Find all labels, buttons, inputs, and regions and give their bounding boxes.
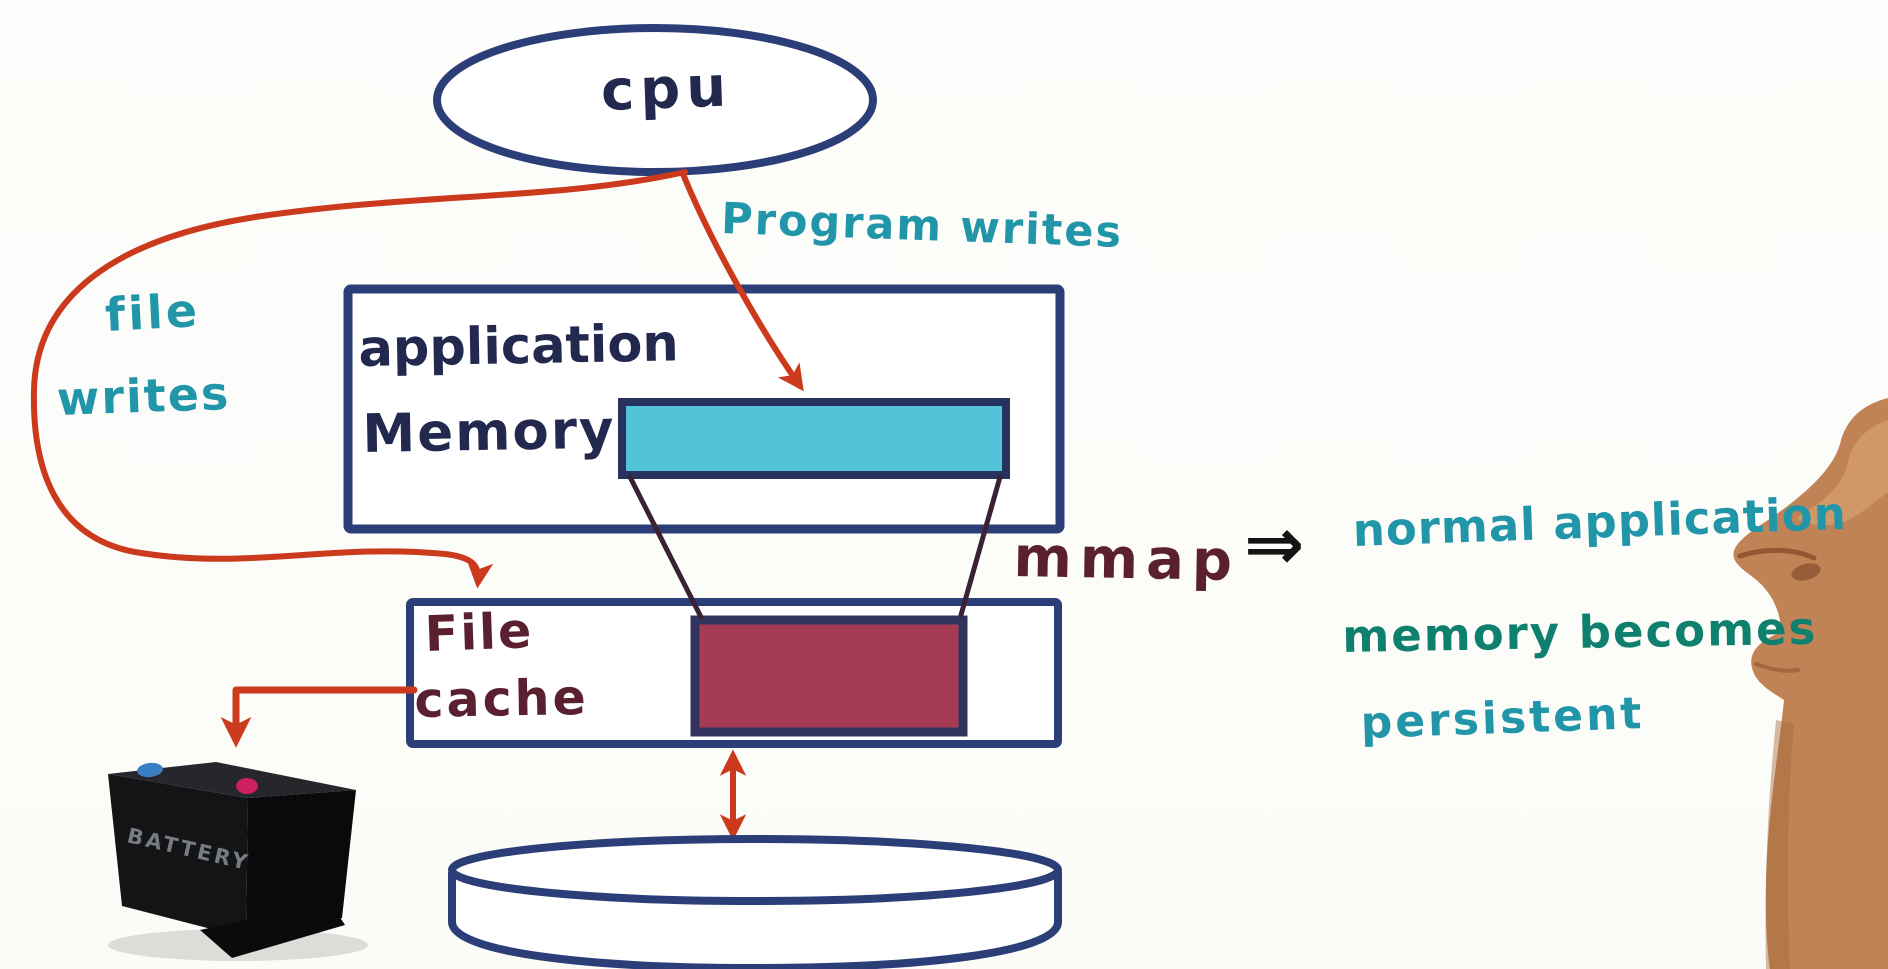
mmap-annotation-line2: memory becomes [1341, 601, 1818, 663]
hand-silhouette [1733, 398, 1888, 969]
presenter-hand [1733, 398, 1888, 969]
application-memory-label-line1: application [357, 314, 680, 379]
hand-forearm-shading [1765, 720, 1794, 969]
file-cache-label-line1: File [423, 602, 535, 663]
battery-side-face [246, 790, 356, 938]
hand-knuckle-crease [1737, 547, 1817, 561]
cpu-label: cpu [599, 54, 734, 124]
cpu-ellipse [433, 24, 877, 176]
hand-highlight [1796, 420, 1888, 526]
hand-nail-shadow [1791, 563, 1821, 581]
battery-top-face [108, 762, 356, 798]
application-memory-label-line2: Memory [361, 399, 616, 465]
file-writes-label-line2: writes [55, 365, 232, 426]
hand-finger-crease [1754, 662, 1800, 673]
battery-terminal-blue [137, 762, 163, 778]
file-writes-arrow [30, 169, 688, 589]
mmap-funnel-line-left [627, 474, 704, 620]
program-writes-arrow [680, 171, 804, 392]
mapped-region-file-cache [690, 615, 968, 737]
mmap-label: mmap [1012, 525, 1241, 594]
file-writes-label-line1: file [103, 283, 202, 342]
file-cache-to-battery-arrow [220, 686, 418, 748]
disk-cylinder-top [448, 835, 1062, 905]
battery-image: BATTERY [108, 762, 368, 961]
battery-terminal-pink [236, 778, 258, 794]
battery-bottom-notch [200, 902, 345, 958]
implies-arrow-symbol: ⇒ [1244, 502, 1305, 586]
battery-front-face [108, 774, 248, 938]
mmap-annotation-line3: persistent [1359, 688, 1646, 749]
file-cache-label-line2: cache [413, 668, 590, 729]
disk-cylinder [448, 835, 1062, 969]
mmap-funnel-line-right [958, 474, 1003, 618]
mapped-region-app-memory [618, 398, 1010, 479]
